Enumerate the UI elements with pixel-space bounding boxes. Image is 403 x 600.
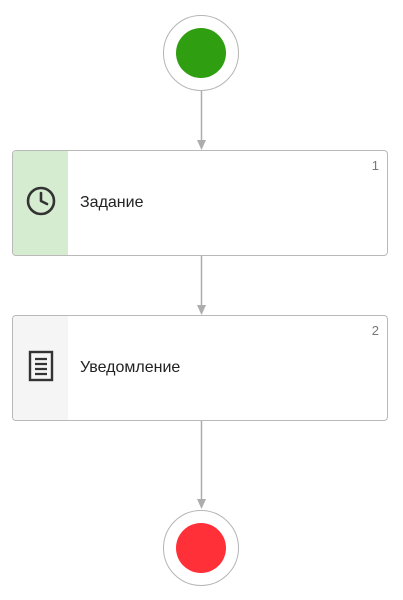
step-icon-panel	[13, 316, 68, 420]
step-number: 2	[371, 323, 379, 338]
start-event-dot	[176, 28, 226, 78]
arrowhead-task	[197, 140, 206, 150]
document-icon	[27, 350, 55, 387]
step-icon-panel	[13, 151, 68, 255]
step-card-task[interactable]: Задание 1	[12, 150, 388, 256]
end-event[interactable]	[163, 510, 239, 586]
step-label: Уведомление	[80, 359, 181, 376]
arrowhead-end	[197, 499, 206, 509]
arrowhead-notice	[197, 305, 206, 315]
end-event-dot	[176, 523, 226, 573]
start-event[interactable]	[163, 15, 239, 91]
step-number: 1	[371, 158, 379, 173]
clock-icon	[25, 185, 57, 222]
step-label: Задание	[80, 194, 144, 211]
step-card-notification[interactable]: Уведомление 2	[12, 315, 388, 421]
